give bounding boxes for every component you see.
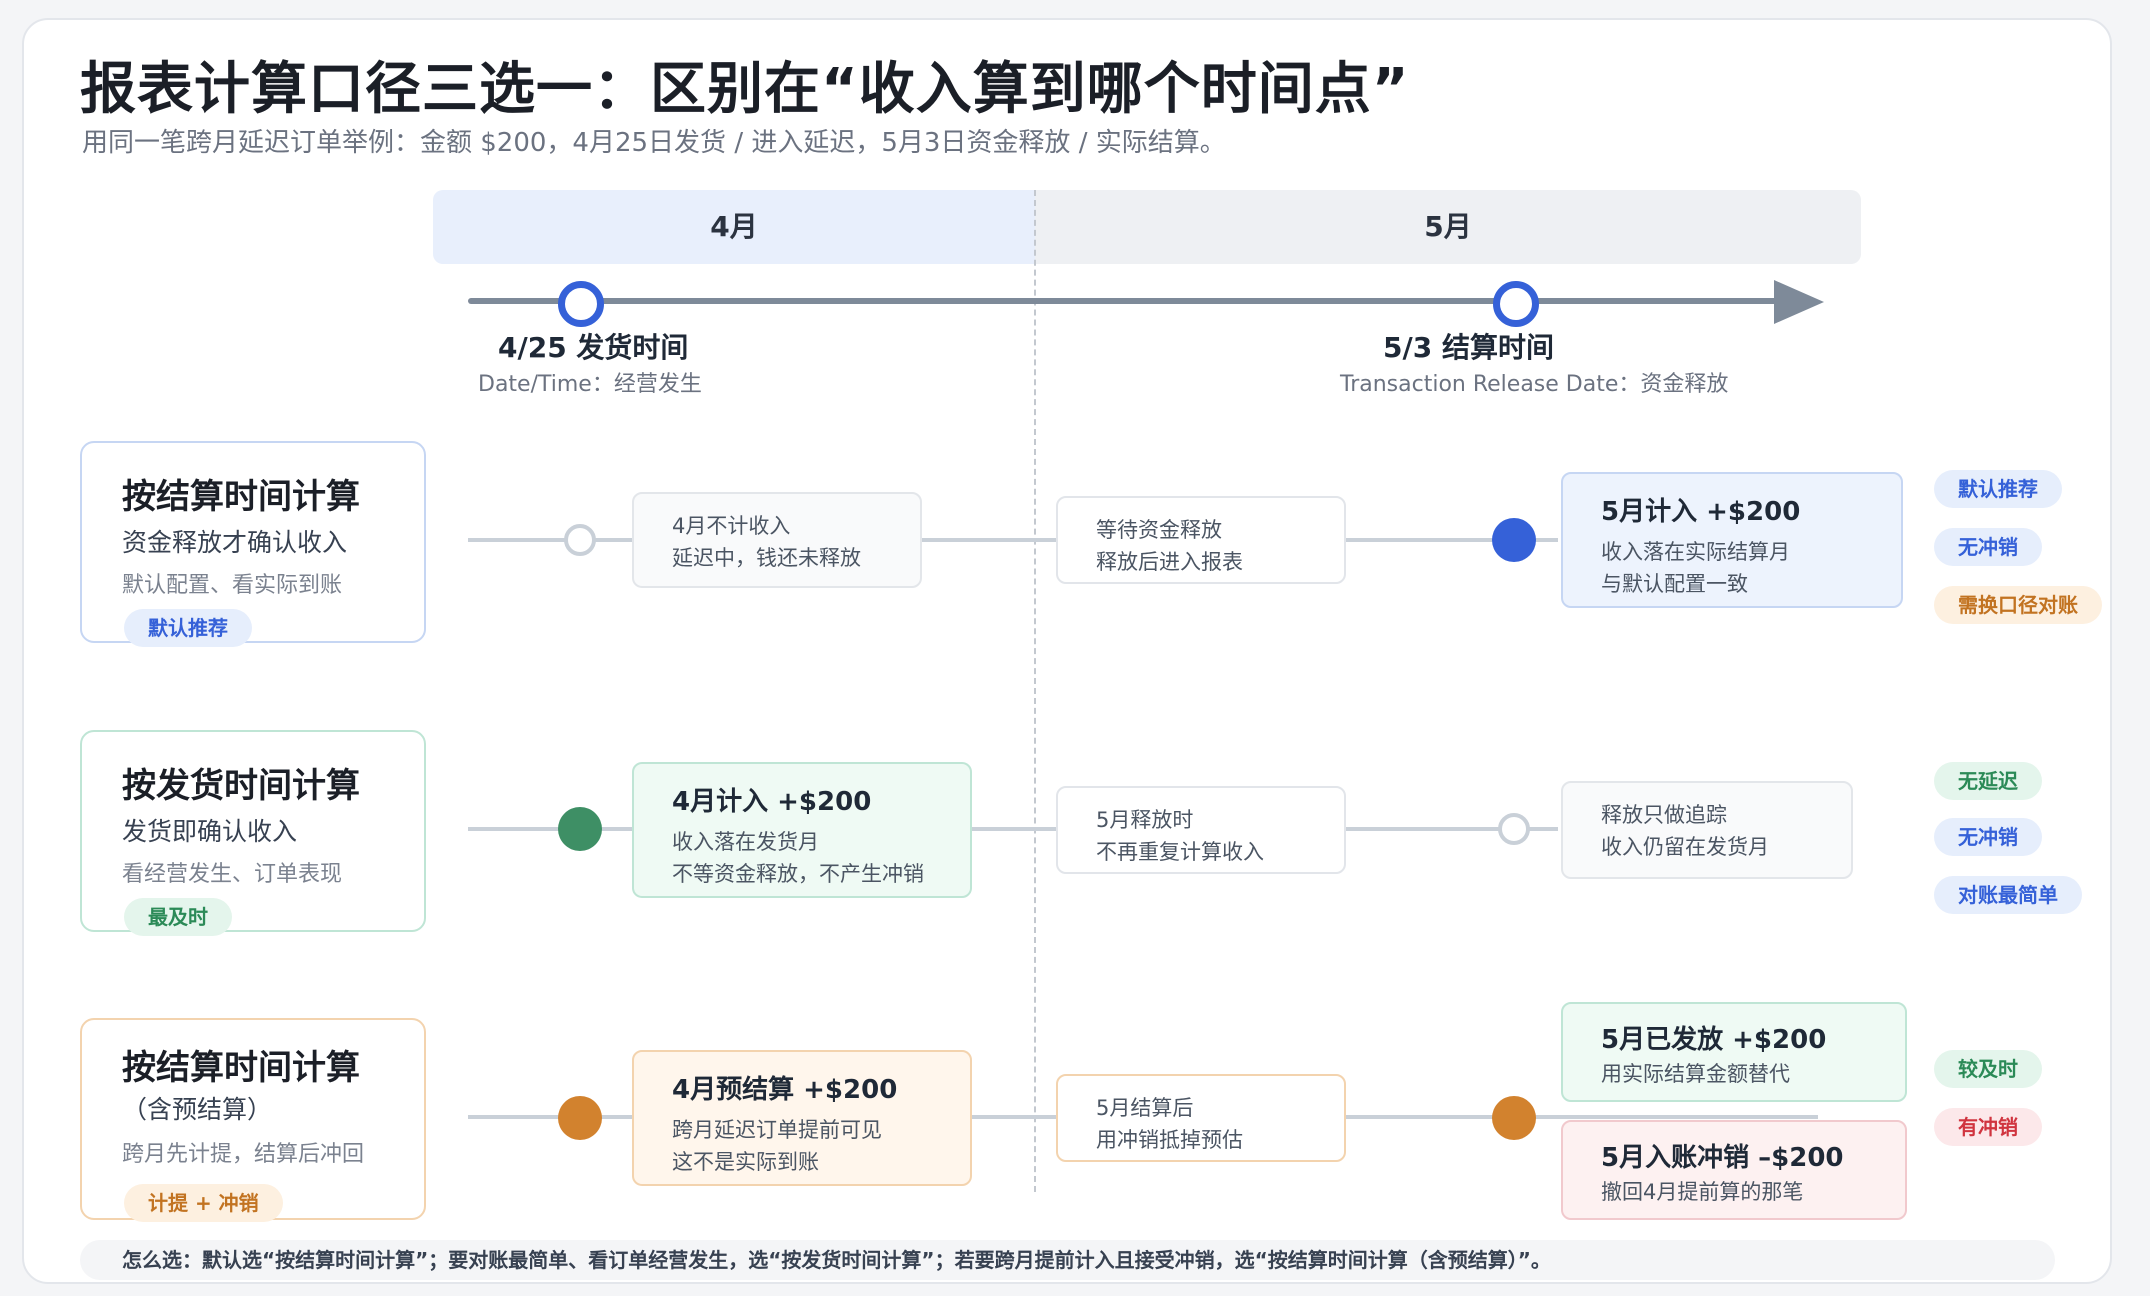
row-track: [468, 827, 1558, 831]
ship-event-marker: [558, 281, 604, 327]
result-heading: 5月入账冲销 –$200: [1601, 1143, 1844, 1173]
stage-line: 释放只做追踪: [1601, 803, 1727, 827]
ship-event-title: 4/25 发货时间: [498, 331, 689, 364]
settle-event-marker: [1493, 281, 1539, 327]
stage-box-tracking: 释放只做追踪 收入仍留在发货月: [1561, 781, 1853, 879]
stage-box-april: 4月不计收入 延迟中，钱还未释放: [632, 492, 922, 588]
month-divider: [1034, 190, 1036, 1192]
method-tag: 最及时: [124, 898, 232, 936]
result-heading: 5月计入 +$200: [1601, 497, 1801, 527]
stage-line: 延迟中，钱还未释放: [672, 546, 861, 570]
result-line: 这不是实际到账: [672, 1150, 819, 1174]
stage-line: 释放后进入报表: [1096, 550, 1243, 574]
method-subtitle: 发货即确认收入: [122, 817, 298, 846]
result-box-may: 5月计入 +$200 收入落在实际结算月 与默认配置一致: [1561, 472, 1903, 608]
result-line: 收入落在发货月: [672, 830, 819, 854]
stage-line: 不再重复计算收入: [1096, 840, 1264, 864]
stage-line: 用冲销抵掉预估: [1096, 1128, 1243, 1152]
result-box-may-paid: 5月已发放 +$200 用实际结算金额替代: [1561, 1002, 1907, 1102]
page-subtitle: 用同一笔跨月延迟订单举例：金额 $200，4月25日发货 / 进入延迟，5月3日…: [82, 128, 1226, 158]
method-tag: 计提 + 冲销: [124, 1184, 283, 1222]
trait-chip: 对账最简单: [1934, 876, 2082, 914]
stage-line: 收入仍留在发货月: [1601, 835, 1769, 859]
method-title: 按结算时间计算: [122, 1048, 360, 1088]
result-line: 用实际结算金额替代: [1601, 1062, 1790, 1086]
stage-line: 5月结算后: [1096, 1096, 1194, 1120]
stage-box-may-settle: 5月结算后 用冲销抵掉预估: [1056, 1074, 1346, 1162]
settle-event-title: 5/3 结算时间: [1383, 331, 1554, 364]
method-note: 跨月先计提，结算后冲回: [122, 1142, 365, 1167]
selection-guide-footer: 怎么选：默认选“按结算时间计算”；要对账最简单、看订单经营发生，选“按发货时间计…: [80, 1240, 2055, 1280]
trait-chip: 需换口径对账: [1934, 586, 2102, 624]
result-box-april-presettle: 4月预结算 +$200 跨月延迟订单提前可见 这不是实际到账: [632, 1050, 972, 1186]
month-label-may: 5月: [1424, 210, 1472, 243]
empty-node: [564, 524, 596, 556]
trait-chip: 默认推荐: [1934, 470, 2062, 508]
page-title: 报表计算口径三选一：区别在“收入算到哪个时间点”: [80, 57, 1410, 122]
result-heading: 5月已发放 +$200: [1601, 1025, 1827, 1055]
settle-event-subtitle: Transaction Release Date：资金释放: [1340, 372, 1729, 397]
method-note: 看经营发生、订单表现: [122, 862, 343, 887]
result-heading: 4月预结算 +$200: [672, 1075, 898, 1105]
revenue-node-orange: [1492, 1096, 1536, 1140]
result-heading: 4月计入 +$200: [672, 787, 872, 817]
timeline-axis: [468, 298, 1788, 304]
timeline-arrow-icon: [1774, 280, 1824, 324]
result-box-may-reversal: 5月入账冲销 –$200 撤回4月提前算的那笔: [1561, 1120, 1907, 1220]
method-card-shipping: 按发货时间计算 发货即确认收入 看经营发生、订单表现 最及时: [80, 730, 426, 936]
revenue-node-green: [558, 807, 602, 851]
method-tag: 默认推荐: [124, 609, 252, 647]
method-note: 默认配置、看实际到账: [122, 573, 343, 598]
stage-box-may-release: 等待资金释放 释放后进入报表: [1056, 496, 1346, 584]
trait-chip: 无延迟: [1934, 762, 2042, 800]
trait-chip: 无冲销: [1934, 528, 2042, 566]
ship-event-subtitle: Date/Time：经营发生: [478, 372, 702, 397]
month-header-april: 4月: [433, 190, 1035, 264]
stage-box-may-release: 5月释放时 不再重复计算收入: [1056, 786, 1346, 874]
method-title: 按发货时间计算: [122, 766, 360, 806]
result-line: 跨月延迟订单提前可见: [672, 1118, 882, 1142]
method-subtitle: （含预结算）: [122, 1095, 273, 1124]
stage-line: 5月释放时: [1096, 808, 1194, 832]
method-title: 按结算时间计算: [122, 477, 360, 517]
result-line: 与默认配置一致: [1601, 572, 1748, 596]
method-card-settlement: 按结算时间计算 资金释放才确认收入 默认配置、看实际到账 默认推荐: [80, 441, 426, 647]
result-box-april: 4月计入 +$200 收入落在发货月 不等资金释放，不产生冲销: [632, 762, 972, 898]
revenue-node-orange: [558, 1096, 602, 1140]
result-line: 撤回4月提前算的那笔: [1601, 1180, 1804, 1204]
method-card-presettlement: 按结算时间计算 （含预结算） 跨月先计提，结算后冲回 计提 + 冲销: [80, 1018, 426, 1222]
result-line: 收入落在实际结算月: [1601, 540, 1790, 564]
trait-chip: 较及时: [1934, 1050, 2042, 1088]
month-label-april: 4月: [710, 210, 758, 243]
trait-chip: 有冲销: [1934, 1108, 2042, 1146]
stage-line: 等待资金释放: [1096, 518, 1222, 542]
empty-node: [1498, 813, 1530, 845]
month-header-may: 5月: [1035, 190, 1861, 264]
trait-chip: 无冲销: [1934, 818, 2042, 856]
stage-line: 4月不计收入: [672, 514, 791, 538]
row-track: [468, 538, 1558, 542]
revenue-node-blue: [1492, 518, 1536, 562]
result-line: 不等资金释放，不产生冲销: [672, 862, 924, 886]
method-subtitle: 资金释放才确认收入: [122, 528, 348, 557]
